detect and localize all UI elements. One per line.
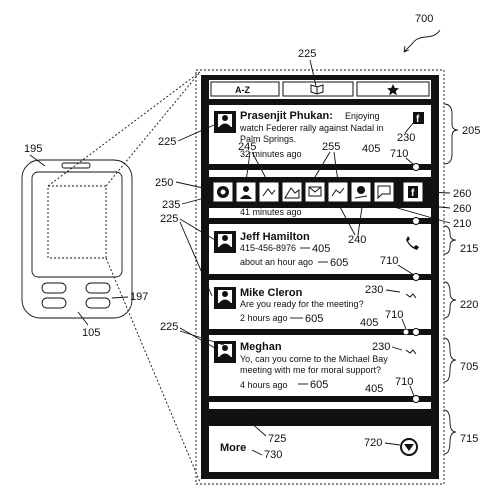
expand-icon[interactable] [412, 328, 420, 336]
contact-name: Meghan [240, 341, 282, 353]
reference-numeral: 405 [365, 383, 383, 395]
reference-numeral: 205 [462, 125, 480, 137]
action-button[interactable] [373, 181, 395, 203]
reference-numeral: 405 [360, 317, 378, 329]
tab-az-label: A-Z [235, 85, 250, 95]
chevron-down-icon [404, 444, 414, 451]
timestamp: 32 minutes ago [240, 149, 302, 159]
message-text: Yo, can you come to the Michael Bay [240, 354, 388, 364]
message-text: watch Federer rally against Nadal in [239, 123, 384, 133]
expand-icon[interactable] [412, 395, 420, 403]
figure-number: 700 [415, 13, 433, 25]
reference-numeral: 230 [397, 132, 415, 144]
contact-name: Jeff Hamilton [240, 231, 310, 243]
message-text: Are you ready for the meeting? [240, 299, 364, 309]
message-text: meeting with me for moral support? [240, 365, 381, 375]
reference-numeral: 725 [268, 433, 286, 445]
reference-numeral: 235 [162, 199, 180, 211]
reference-numeral: 210 [453, 218, 471, 230]
list-item[interactable]: Meghan Yo, can you come to the Michael B… [209, 341, 431, 403]
list-item[interactable]: Mike Cleron Are you ready for the meetin… [209, 287, 431, 336]
reference-numeral: 605 [310, 379, 328, 391]
contact-name: Prasenjit Phukan: [240, 110, 333, 122]
device-button[interactable] [85, 282, 111, 294]
group-braces: 205 215 220 705 715 [443, 103, 480, 455]
ref-speaker: 195 [24, 143, 42, 155]
reference-numeral: f [416, 114, 420, 125]
device-button[interactable] [41, 297, 67, 309]
reference-numeral: 220 [460, 299, 478, 311]
device-button[interactable] [85, 297, 111, 309]
date-header: April 30 [220, 413, 260, 425]
message-text: Palm Springs. [240, 134, 296, 144]
date-section: April 30 More [209, 409, 431, 456]
device-speaker [61, 162, 91, 169]
reference-numeral: 230 [365, 284, 383, 296]
figure-arrow [403, 29, 441, 53]
reference-numeral: 245 [238, 141, 256, 153]
timestamp: 2 hours ago [240, 313, 288, 323]
reference-numeral: 605 [330, 257, 348, 269]
reference-numeral: 715 [460, 433, 478, 445]
timestamp: about an hour ago [240, 257, 313, 267]
status-dot [403, 329, 409, 335]
reference-numeral: 720 [364, 437, 382, 449]
reference-numeral: 240 [348, 234, 366, 246]
phone-icon[interactable] [406, 236, 419, 250]
reference-numeral: 730 [264, 449, 282, 461]
device-button[interactable] [41, 282, 67, 294]
ref-device: 105 [82, 327, 100, 339]
tab-book[interactable] [282, 81, 354, 97]
facebook-icon[interactable] [413, 112, 424, 124]
action-bar: f 41 minutes ago [209, 177, 431, 225]
tab-bar: A-Z [209, 81, 431, 105]
star-icon [387, 84, 399, 96]
tab-az[interactable] [210, 81, 280, 97]
expand-icon[interactable] [412, 163, 420, 171]
message-text: Enjoying [345, 111, 380, 121]
reference-numeral: 225 [158, 136, 176, 148]
reference-numeral: 710 [390, 148, 408, 160]
handheld-device: 195 197 105 [21, 143, 148, 339]
reference-numeral: 225 [160, 213, 178, 225]
action-button[interactable] [258, 181, 280, 203]
reference-numeral: 405 [312, 243, 330, 255]
reference-numeral: 705 [460, 361, 478, 373]
reference-numeral: 710 [385, 309, 403, 321]
hidden-timestamp: 41 minutes ago [240, 207, 302, 217]
expand-icon[interactable] [412, 217, 420, 225]
more-link[interactable]: More [220, 442, 246, 454]
reference-numeral: 260 [453, 188, 471, 200]
list-item[interactable]: Prasenjit Phukan: Enjoying watch Federer… [209, 110, 431, 171]
phone-number: 415-456-8976 [240, 243, 296, 253]
reference-numeral: 405 [362, 143, 380, 155]
book-icon [310, 84, 324, 95]
reference-numeral: 710 [395, 376, 413, 388]
status-icon [405, 349, 417, 355]
reference-numeral: 230 [372, 341, 390, 353]
ref-label: 225 [298, 48, 316, 60]
reference-numeral: 605 [305, 313, 323, 325]
status-icon [405, 293, 417, 299]
reference-numeral: 260 [453, 203, 471, 215]
reference-numeral: f [411, 188, 415, 199]
reference-numeral: 710 [380, 255, 398, 267]
contact-name: Mike Cleron [240, 287, 303, 299]
expand-icon[interactable] [412, 273, 420, 281]
reference-numeral: 250 [155, 177, 173, 189]
screen-panel: A-Z Prasenjit Phukan: Enjoying watch Fed… [195, 69, 445, 485]
reference-numeral: 255 [322, 141, 340, 153]
reference-numeral: 215 [460, 243, 478, 255]
list-item[interactable]: Jeff Hamilton 415-456-8976 about an hour… [209, 231, 431, 281]
action-button[interactable] [281, 181, 303, 203]
timestamp: 4 hours ago [240, 380, 288, 390]
reference-numeral: 225 [160, 321, 178, 333]
ref-button: 197 [130, 291, 148, 303]
